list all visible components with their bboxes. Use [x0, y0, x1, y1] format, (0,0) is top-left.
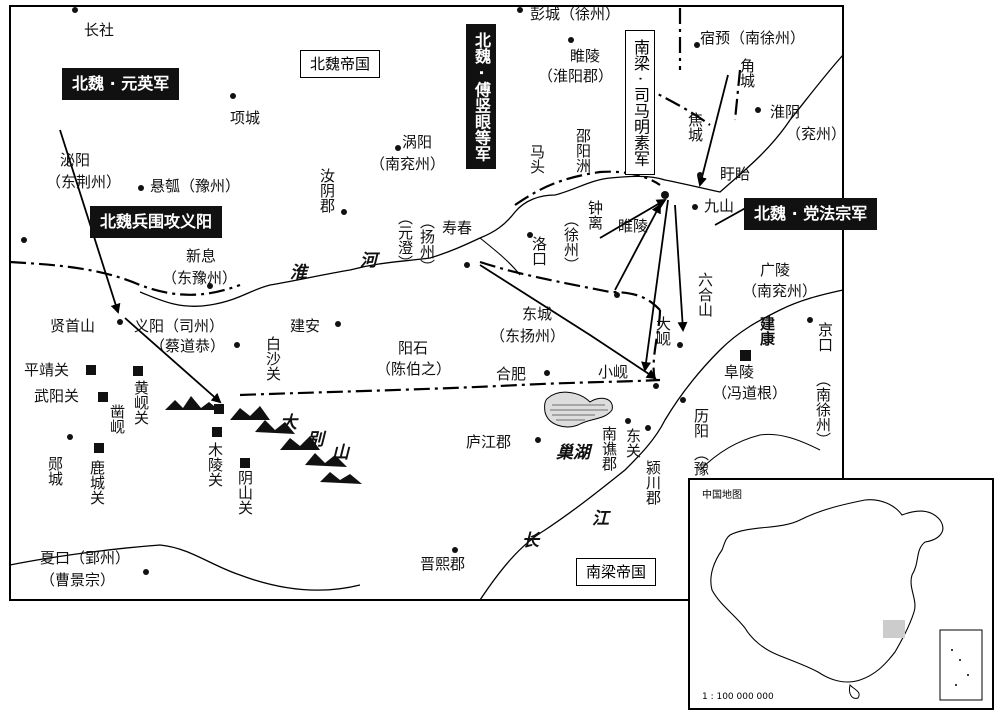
- jiang-label: 江: [592, 509, 609, 529]
- place-biyang: 泌阳: [60, 151, 91, 169]
- place-xinxi: 新息: [186, 247, 217, 265]
- place-luokou: 洛口: [530, 236, 548, 266]
- place-woyang: 涡阳: [402, 133, 433, 151]
- chaohu-label: 巢湖: [556, 443, 590, 463]
- place-yiyang: 义阳（司州）: [134, 317, 225, 335]
- inset-title: 中国地图: [702, 490, 742, 501]
- place-caidaogong: （蔡道恭）: [150, 337, 226, 355]
- place-xuanhu: 悬瓠（豫州）: [150, 177, 241, 195]
- place-wuyangguan: 武阳关: [34, 387, 80, 405]
- place-dongyangzhou: （东扬州）: [490, 327, 566, 345]
- place-juncheng: 郧城: [46, 456, 64, 486]
- place-guangling-nyz: （南兖州）: [742, 282, 818, 300]
- place-xianshoushan: 贤首山: [50, 317, 96, 335]
- place-jiankang: 建康: [758, 316, 776, 346]
- place-jingkou: 京口: [816, 322, 834, 352]
- place-baishaguan: 白沙关: [264, 336, 282, 381]
- army-label-yuanying: 北魏 · 元英军: [62, 68, 180, 100]
- chao-lake: [544, 391, 613, 428]
- place-matou: 马头: [528, 144, 546, 174]
- place-mulingguan: 木陵关: [206, 442, 224, 487]
- place-pengcheng: 彭城（徐州）: [530, 5, 621, 23]
- place-shouchun: 寿春: [442, 219, 473, 237]
- chang-label: 长: [522, 531, 539, 551]
- dabie-label-3: 山: [332, 443, 349, 463]
- place-lujiangjun: 庐江郡: [466, 433, 512, 451]
- place-luchengguan: 鹿城关: [88, 460, 106, 505]
- place-yingchuanjun: 颍川郡: [644, 460, 662, 505]
- army-label-fushuyan: 北魏 · 傅竖眼等军: [466, 24, 496, 170]
- place-jiushan: 九山: [704, 197, 735, 215]
- place-dongcheng: 东城: [522, 305, 553, 323]
- place-xianxian: 凿岘: [108, 404, 126, 434]
- place-dayan: 大岘: [654, 316, 672, 346]
- inset-outline: [710, 499, 983, 701]
- place-ruyinjun: 汝阴郡: [318, 168, 336, 213]
- front-lines: [9, 8, 742, 397]
- place-jinxijun: 晋熙郡: [420, 555, 466, 573]
- place-yangshi: 阳石: [398, 339, 429, 357]
- place-guangling: 广陵: [760, 261, 791, 279]
- place-xuyi: 盱眙: [720, 165, 751, 183]
- army-label-sima: 南梁 · 司马明素军: [625, 30, 655, 176]
- place-suyu: 宿预（南徐州）: [700, 29, 806, 47]
- place-yangzhou-yc: （扬州）: [418, 214, 436, 274]
- inset-south-sea: [939, 629, 983, 701]
- city-dots: [21, 7, 813, 575]
- army-label-siege: 北魏兵围攻义阳: [90, 206, 223, 238]
- place-yinshanguan: 阴山关: [236, 470, 254, 515]
- place-nanyanzhou: （南兖州）: [370, 155, 446, 173]
- place-shaoyangzhou: 邵阳洲: [574, 128, 592, 173]
- inset-scale: 1 : 100 000 000: [702, 692, 774, 702]
- place-dongjingzhou: （东荆州）: [46, 173, 122, 191]
- huai-label-2: 河: [360, 251, 377, 271]
- place-zhongli: 钟离: [586, 200, 604, 230]
- place-jian-an: 建安: [290, 317, 321, 335]
- dabie-mountains: [165, 396, 362, 484]
- dabie-label-2: 别: [307, 430, 324, 450]
- place-changshe: 长社: [84, 21, 115, 39]
- place-yanzhou: （兖州）: [786, 125, 847, 143]
- place-huaiyangjun: （淮阳郡）: [538, 67, 614, 85]
- place-nanqiaojun: 南谯郡: [600, 426, 618, 471]
- place-liuheshan: 六合山: [696, 272, 714, 317]
- place-huangxianguan: 黄岘关: [132, 380, 150, 425]
- place-xiangcheng: 项城: [230, 109, 261, 127]
- place-suiling2: 睢陵: [618, 217, 649, 235]
- place-yuancheng: （元澄）: [396, 210, 414, 270]
- huai-river: [139, 54, 844, 307]
- place-fengdaogen: （冯道根）: [712, 384, 788, 402]
- place-liyang-yu: （豫: [692, 446, 710, 476]
- yangtze-river: [9, 289, 844, 601]
- pass-markers: [86, 350, 751, 468]
- place-chenbozhi: （陈伯之）: [376, 360, 452, 378]
- place-caojingzong: （曹景宗）: [40, 571, 116, 589]
- place-jiaocheng2: 焦城: [686, 112, 704, 142]
- place-suiling: 睢陵: [570, 47, 601, 65]
- place-pingjingguan: 平靖关: [24, 361, 70, 379]
- place-xiaoxian: 小岘: [598, 363, 629, 381]
- place-hefei: 合肥: [496, 365, 527, 383]
- huai-label-1: 淮: [290, 263, 307, 283]
- place-fuling: 阜陵: [724, 363, 755, 381]
- army-label-dangfazong: 北魏 · 党法宗军: [744, 198, 878, 230]
- empire-label-liang: 南梁帝国: [576, 558, 657, 586]
- place-xuzhou: （徐州）: [562, 212, 580, 272]
- empire-label-wei: 北魏帝国: [300, 50, 381, 78]
- place-dongyuzhou: （东豫州）: [162, 269, 238, 287]
- inset-highlight: [883, 620, 905, 638]
- place-liyang: 历阳: [692, 408, 710, 438]
- place-xiakou: 夏口（郢州）: [40, 549, 131, 567]
- dabie-label-1: 大: [280, 413, 297, 433]
- place-nanxuzhou: （南徐州）: [814, 372, 832, 447]
- place-huaiyin: 淮阴: [770, 103, 801, 121]
- china-inset-map: 中国地图 1 : 100 000 000: [688, 478, 994, 710]
- place-dongguan: 东关: [624, 428, 642, 458]
- place-jiaocheng: 角城: [738, 58, 756, 88]
